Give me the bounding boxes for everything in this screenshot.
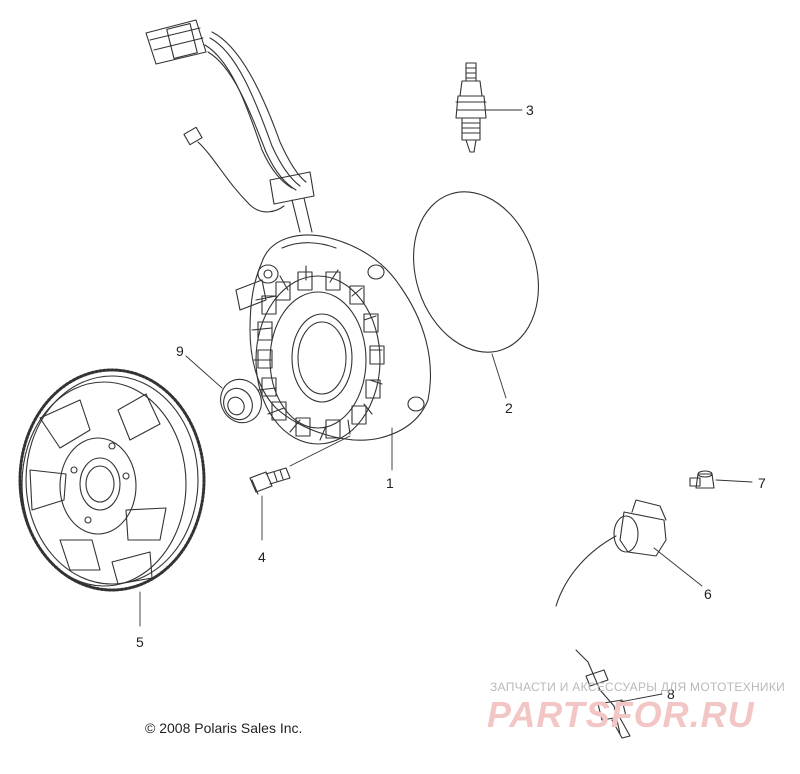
callout-3: 3 — [526, 102, 534, 118]
bolt-part — [249, 467, 291, 495]
callout-5: 5 — [136, 634, 144, 650]
watermark-tagline: ЗАПЧАСТИ И АКСЕССУАРЫ ДЛЯ МОТОТЕХНИКИ — [490, 680, 786, 694]
leader-lines — [139, 109, 753, 703]
callout-7: 7 — [758, 475, 766, 491]
watermark-logo: PARTSFOR.RU — [487, 694, 755, 736]
callout-2: 2 — [505, 400, 513, 416]
probe-part — [575, 649, 631, 739]
stator-harness — [145, 19, 315, 233]
sensor-part — [555, 499, 667, 607]
callout-6: 6 — [704, 586, 712, 602]
callout-8: 8 — [667, 686, 675, 702]
screw-part — [689, 470, 715, 489]
spark-plug-part — [455, 62, 487, 153]
callout-9: 9 — [176, 343, 184, 359]
flywheel-part — [18, 368, 206, 592]
copyright-notice: © 2008 Polaris Sales Inc. — [145, 720, 303, 736]
callout-1: 1 — [386, 475, 394, 491]
seal-part — [220, 378, 262, 424]
callout-4: 4 — [258, 549, 266, 565]
watermark-logo-text: PARTSFOR.RU — [487, 694, 755, 735]
gasket-part — [413, 191, 539, 353]
stator-part — [235, 234, 431, 445]
